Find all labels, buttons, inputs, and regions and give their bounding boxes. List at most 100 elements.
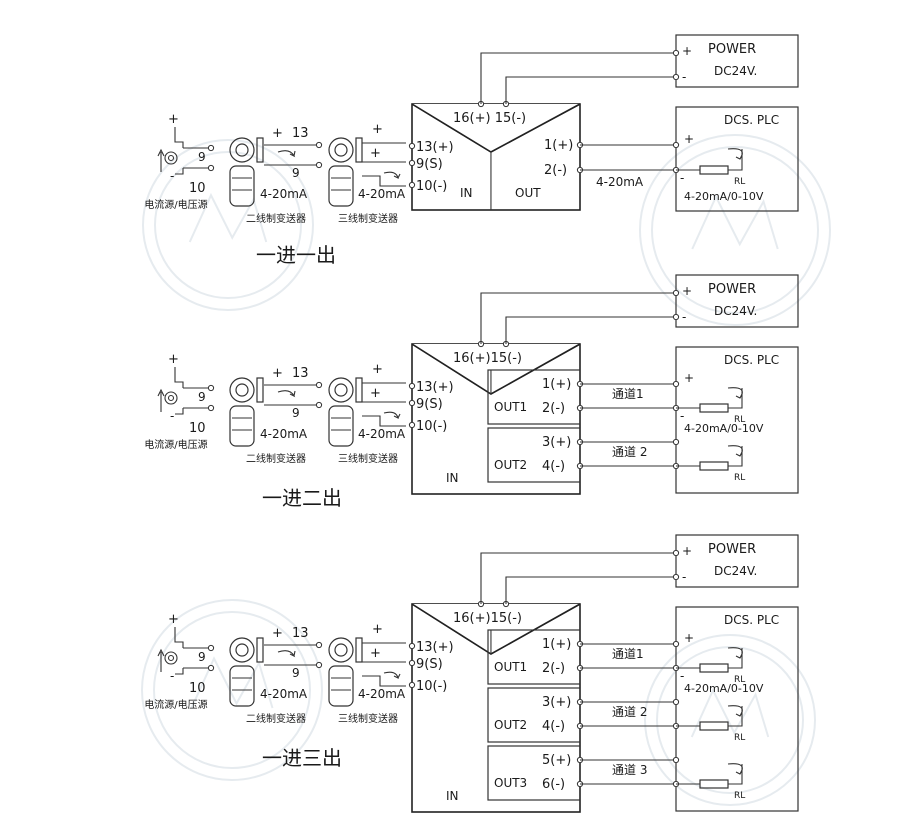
section-title: 一进一出 (256, 243, 336, 267)
two-wire-pin-a: 13 (292, 126, 309, 141)
terminal-dot (315, 641, 323, 649)
section-title: 一进二出 (262, 486, 342, 510)
dcs-plus: + (684, 371, 694, 385)
load-resistor-icon (699, 403, 729, 413)
terminal-dot (672, 698, 680, 706)
two-wire-plus-sign: + (272, 366, 283, 381)
watermark-ring (644, 634, 816, 806)
two-wire-pin-a: 13 (292, 366, 309, 381)
two-wire-label: 二线制变送器 (246, 712, 306, 725)
three-wire-range: 4-20mA (358, 427, 406, 441)
source-pin-a: 9 (198, 390, 206, 404)
terminal-dot (207, 144, 215, 152)
power-voltage: DC24V. (714, 304, 757, 318)
in-terminal-3: 10(-) (416, 419, 447, 434)
wire (362, 675, 406, 687)
terminal-dot (672, 756, 680, 764)
power-terminal-label: 16(+)15(-) (453, 611, 522, 626)
loop-arrow-icon (277, 390, 296, 398)
source-wire-bottom (175, 168, 184, 175)
power-voltage: DC24V. (714, 64, 757, 78)
source-wire-bottom (175, 668, 184, 675)
transmitter-dial-icon (334, 143, 348, 157)
terminal-dot (672, 640, 680, 648)
source-minus-sign: - (170, 169, 174, 183)
three-wire-range: 4-20mA (358, 187, 406, 201)
loop-arrow-icon (383, 411, 401, 420)
channel-3-label: 通道 3 (612, 763, 647, 777)
three-wire-range: 4-20mA (358, 687, 406, 701)
current-arrow-icon (727, 763, 743, 775)
source-pin-a: 9 (198, 150, 206, 164)
load-resistor-icon (699, 663, 729, 673)
transmitter-junction-icon (256, 377, 264, 403)
source-plus-sign: + (168, 352, 179, 367)
source-minus-sign: - (170, 409, 174, 423)
source-label: 电流源/电压源 (144, 698, 207, 711)
watermark-ring (141, 599, 323, 781)
channel-2-label: 通道 2 (612, 705, 647, 719)
transmitter-junction-icon (256, 137, 264, 163)
two-wire-label: 二线制变送器 (246, 212, 306, 225)
current-arrow-icon (727, 705, 743, 717)
terminal-dot (207, 384, 215, 392)
terminal-dot (672, 49, 680, 57)
out2-pin-minus: 4(-) (542, 459, 565, 474)
two-wire-plus-sign: + (272, 626, 283, 641)
in-terminal-2: 9(S) (416, 157, 443, 172)
section-3: +9-10电流源/电压源+1394-20mA二线制变送器++4-20mA三线制变… (144, 534, 799, 813)
source-pin-b: 10 (189, 421, 206, 436)
channel-1-label: 通道1 (612, 647, 644, 661)
load-resistor-icon (699, 461, 729, 471)
out1-pin-plus: 1(+) (542, 377, 571, 392)
three-wire-plus-mid: + (370, 146, 381, 161)
transmitter-head-icon (328, 137, 354, 163)
source-plus-sign: + (168, 612, 179, 627)
source-minus-sign: - (170, 669, 174, 683)
terminal-dot (408, 659, 416, 667)
transmitter-junction-icon (355, 137, 363, 163)
in-terminal-1: 13(+) (416, 380, 454, 395)
load-resistor-icon (699, 721, 729, 731)
watermark-ring (656, 646, 804, 794)
power-plus: + (682, 544, 692, 558)
power-wire-minus (505, 76, 676, 104)
out2-slot (487, 427, 581, 483)
transmitter-head-icon (328, 637, 354, 663)
out1-pin-minus: 2(-) (542, 661, 565, 676)
out3-pin-plus: 5(+) (542, 753, 571, 768)
power-wire-plus (480, 552, 676, 604)
section-2: +9-10电流源/电压源+1394-20mA二线制变送器++4-20mA三线制变… (144, 274, 799, 510)
dcs-range: 4-20mA/0-10V (684, 682, 764, 695)
three-wire-label: 三线制变送器 (338, 212, 398, 225)
transmitter-body-icon (328, 405, 354, 447)
watermark-seal (141, 599, 323, 781)
terminal-dot (672, 289, 680, 297)
terminal-dot (408, 681, 416, 689)
two-wire-pin-b: 9 (292, 666, 300, 680)
terminal-dot (672, 549, 680, 557)
source-wire-top (174, 627, 184, 648)
three-wire-label: 三线制变送器 (338, 712, 398, 725)
section-title: 一进三出 (262, 746, 342, 770)
up-arrow-icon (157, 148, 165, 157)
terminal-dot (408, 181, 416, 189)
source-symbol-inner (167, 154, 175, 162)
load-rl-label: RL (734, 791, 745, 801)
transmitter-body-icon (328, 665, 354, 707)
source-symbol-inner (167, 654, 175, 662)
load-resistor-icon (699, 779, 729, 789)
terminal-dot (207, 644, 215, 652)
current-arrow-icon (727, 445, 743, 457)
transmitter-head-icon (229, 137, 255, 163)
up-arrow-icon (157, 648, 165, 657)
source-wire-top (174, 127, 184, 148)
terminal-dot (315, 161, 323, 169)
